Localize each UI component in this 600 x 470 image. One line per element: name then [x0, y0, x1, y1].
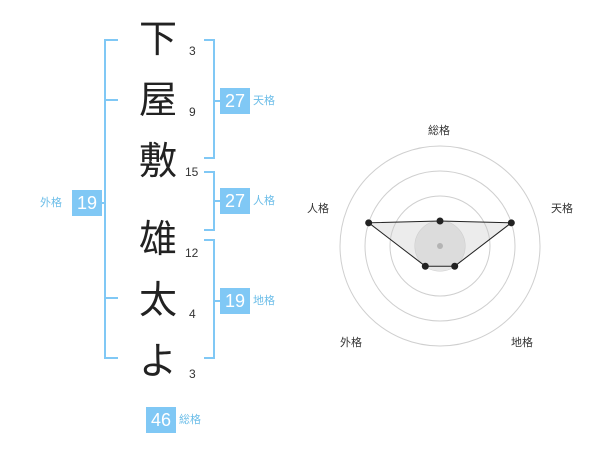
name-char-3: 敷	[138, 139, 177, 183]
radar-series-area	[367, 220, 513, 267]
stroke-count-1: 3	[189, 44, 196, 58]
name-char-5: 太	[138, 278, 177, 322]
jinkaku-value-badge: 27	[220, 188, 250, 214]
name-char-6: よ	[138, 339, 177, 383]
radar-rings	[339, 145, 541, 347]
stroke-count-4: 12	[185, 246, 199, 260]
name-char-4: 雄	[138, 217, 177, 261]
stroke-count-5: 4	[189, 307, 196, 321]
soukaku-label: 総格	[179, 413, 201, 426]
gaikaku-bracket	[104, 39, 118, 359]
tenkaku-value-badge: 27	[220, 88, 250, 114]
name-char-2: 屋	[138, 78, 177, 122]
stroke-count-6: 3	[189, 367, 196, 381]
radar-ring-3	[364, 170, 516, 322]
radar-point-3	[451, 262, 459, 270]
tenkaku-label: 天格	[253, 94, 275, 107]
chikaku-bracket	[204, 239, 215, 359]
radar-axis-label-jinkaku: 人格	[307, 202, 329, 215]
radar-points	[365, 217, 515, 270]
radar-axis-label-tenkaku: 天格	[551, 202, 573, 215]
radar-point-2	[507, 219, 515, 227]
radar-axis-label-soukaku: 総格	[428, 124, 450, 137]
radar-point-1	[436, 217, 444, 225]
soukaku-value-badge: 46	[146, 407, 176, 433]
gaikaku-value-badge: 19	[72, 190, 102, 216]
radar-axis-label-gaikaku: 外格	[340, 336, 362, 349]
name-char-1: 下	[138, 17, 177, 61]
tenkaku-bracket	[204, 39, 215, 159]
gaikaku-label: 外格	[40, 196, 62, 209]
radar-point-5	[365, 219, 373, 227]
stroke-count-3: 15	[185, 165, 199, 179]
radar-center-dot	[437, 243, 443, 249]
radar-point-4	[421, 262, 429, 270]
radar-ring-4	[339, 145, 541, 347]
radar-ring-2	[389, 195, 491, 297]
stroke-count-2: 9	[189, 105, 196, 119]
radar-axis-label-chikaku: 地格	[511, 336, 533, 349]
chikaku-value-badge: 19	[220, 288, 250, 314]
jinkaku-label: 人格	[253, 194, 275, 207]
chikaku-label: 地格	[253, 294, 275, 307]
